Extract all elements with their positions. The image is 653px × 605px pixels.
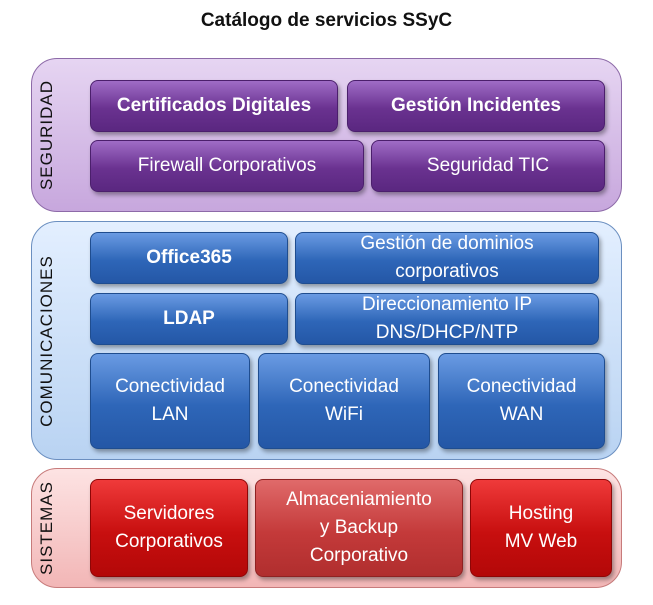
service-gestion-dominios[interactable]: Gestión de dominios corporativos <box>295 232 599 284</box>
service-servidores-corporativos[interactable]: Servidores Corporativos <box>90 479 248 577</box>
service-certificados-digitales[interactable]: Certificados Digitales <box>90 80 338 132</box>
service-ldap[interactable]: LDAP <box>90 293 288 345</box>
service-almacenamiento-backup[interactable]: Almaceniamiento y Backup Corporativo <box>255 479 463 577</box>
service-office365[interactable]: Office365 <box>90 232 288 284</box>
service-direccionamiento-ip[interactable]: Direccionamiento IP DNS/DHCP/NTP <box>295 293 599 345</box>
section-label-seguridad: SEGURIDAD <box>37 79 57 191</box>
service-conectividad-wan[interactable]: Conectividad WAN <box>438 353 605 449</box>
service-gestion-incidentes[interactable]: Gestión Incidentes <box>347 80 605 132</box>
service-seguridad-tic[interactable]: Seguridad TIC <box>371 140 605 192</box>
service-conectividad-wifi[interactable]: Conectividad WiFi <box>258 353 430 449</box>
section-label-comunicaciones: COMUNICACIONES <box>37 254 57 427</box>
service-hosting-mv-web[interactable]: Hosting MV Web <box>470 479 612 577</box>
diagram-title: Catálogo de servicios SSyC <box>200 10 453 31</box>
section-label-sistemas: SISTEMAS <box>37 481 56 575</box>
service-firewall-corporativos[interactable]: Firewall Corporativos <box>90 140 364 192</box>
service-conectividad-lan[interactable]: Conectividad LAN <box>90 353 250 449</box>
